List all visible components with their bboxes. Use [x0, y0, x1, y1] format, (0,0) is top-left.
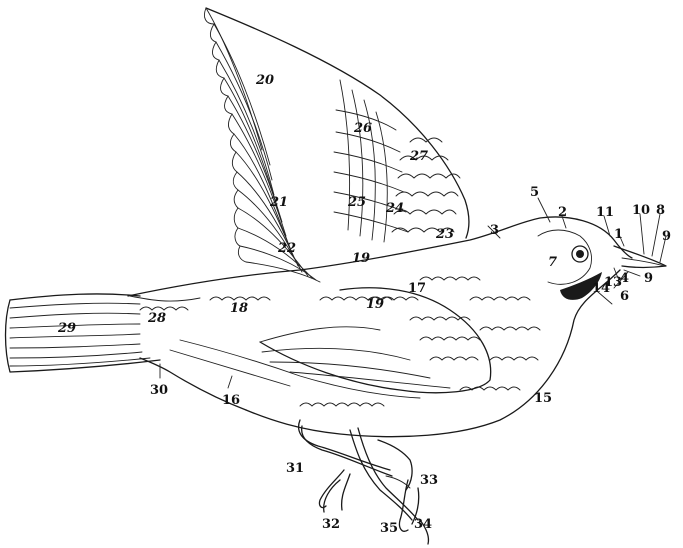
label-22: 22	[277, 241, 296, 256]
label-26: 26	[353, 121, 372, 136]
label-21: 21	[269, 195, 288, 210]
label-8: 8	[656, 203, 665, 218]
label-33: 33	[420, 473, 438, 488]
label-28: 28	[147, 311, 166, 326]
label-29: 29	[57, 321, 76, 336]
label-35: 35	[380, 521, 398, 536]
label-31: 31	[286, 461, 304, 476]
label-10: 9	[662, 229, 671, 244]
label-12: 11	[596, 205, 614, 220]
label-15: 15	[534, 391, 552, 406]
label-23: 23	[435, 227, 454, 242]
label-2: 2	[558, 205, 567, 220]
folded-wing	[170, 288, 491, 398]
label-32: 32	[322, 517, 340, 532]
label-3: 3	[490, 223, 499, 238]
label-17: 17	[408, 281, 426, 296]
bird-body	[128, 217, 666, 437]
label-24: 24	[385, 201, 404, 216]
label-6: 6	[620, 289, 629, 304]
label-5: 5	[530, 185, 539, 200]
label-16: 16	[222, 393, 240, 408]
legs-and-feet	[299, 420, 429, 544]
raised-wing	[204, 8, 468, 282]
label-14: 14	[592, 281, 610, 296]
label-30: 30	[150, 383, 168, 398]
label-27: 27	[409, 149, 428, 164]
label-25: 25	[347, 195, 366, 210]
label-7: 7	[548, 255, 557, 270]
label-18: 18	[230, 301, 248, 316]
label-1: 1	[614, 227, 623, 242]
label-11: 10	[632, 203, 650, 218]
tail	[6, 294, 201, 372]
label-19-lower: 19	[366, 297, 384, 312]
label-34: 34	[414, 517, 432, 532]
label-20: 20	[255, 73, 274, 88]
label-9: 9	[644, 271, 653, 286]
label-19-upper: 19	[352, 251, 370, 266]
